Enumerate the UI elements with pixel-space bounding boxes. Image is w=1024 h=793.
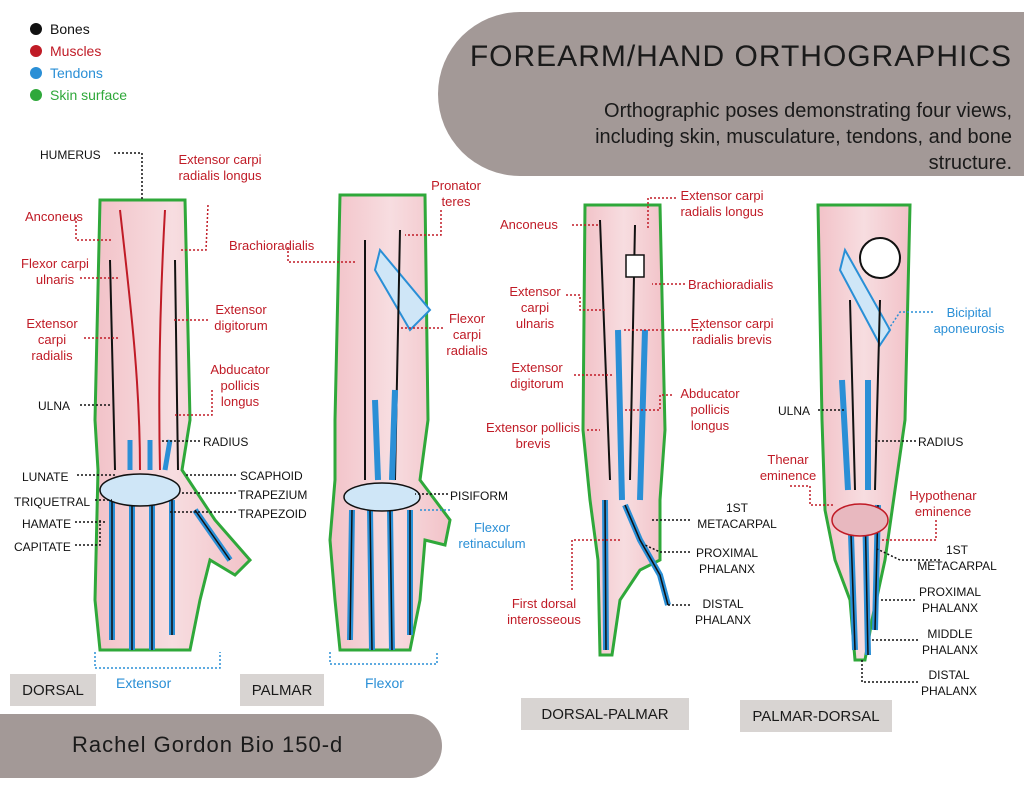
label-1st-metacarpal: 1ST METACARPAL bbox=[697, 501, 777, 531]
view-tag-palmar-dorsal: PALMAR-DORSAL bbox=[740, 700, 892, 732]
label-pisiform: PISIFORM bbox=[450, 489, 509, 503]
label-1st-metacarpal-2: 1ST METACARPAL bbox=[917, 543, 997, 573]
label-extensor-digitorum: Extensor digitorum bbox=[214, 302, 268, 333]
label-ulna-2: ULNA bbox=[778, 404, 811, 418]
dorsal-arm-drawing bbox=[93, 198, 253, 652]
label-proximal-phalanx-2: PROXIMAL PHALANX bbox=[918, 585, 981, 615]
label-capitate: CAPITATE bbox=[14, 540, 71, 554]
label-extensor-carpi-radialis-brevis: Extensor carpi radialis brevis bbox=[690, 316, 774, 347]
label-proximal-phalanx: PROXIMAL PHALANX bbox=[695, 546, 758, 576]
label-extensor-pollicis-brevis: Extensor pollicis brevis bbox=[486, 420, 580, 451]
label-radius-2: RADIUS bbox=[918, 435, 964, 449]
label-ulna: ULNA bbox=[38, 399, 71, 413]
legend-label: Muscles bbox=[50, 43, 102, 59]
label-thenar-eminence: Thenar eminence bbox=[759, 452, 817, 483]
label-flexor-group: Flexor bbox=[365, 675, 404, 691]
label-extensor-group: Extensor bbox=[116, 675, 172, 691]
label-middle-phalanx: MIDDLE PHALANX bbox=[921, 627, 979, 657]
label-extensor-carpi-radialis-longus: Extensor carpi radialis longus bbox=[178, 152, 262, 183]
label-distal-phalanx-2: DISTAL PHALANX bbox=[920, 668, 978, 698]
legend: Bones Muscles Tendons Skin surface bbox=[30, 18, 127, 106]
footer-band: Rachel Gordon Bio 150-d bbox=[0, 714, 442, 778]
label-bicipital-aponeurosis: Bicipital aponeurosis bbox=[933, 305, 1005, 336]
muscles-color-dot bbox=[30, 45, 42, 57]
page-subtitle: Orthographic poses demonstrating four vi… bbox=[595, 100, 1012, 174]
view-tag-dorsal-palmar: DORSAL-PALMAR bbox=[521, 698, 689, 730]
label-trapezium: TRAPEZIUM bbox=[238, 488, 308, 502]
label-triquetral: TRIQUETRAL bbox=[14, 495, 91, 509]
legend-label: Skin surface bbox=[50, 87, 128, 103]
palmar-arm-drawing bbox=[328, 193, 452, 652]
legend-item-bones: Bones bbox=[30, 18, 127, 40]
skin-color-dot bbox=[30, 89, 42, 101]
label-brachioradialis-2: Brachioradialis bbox=[688, 277, 774, 292]
label-trapezoid: TRAPEZOID bbox=[238, 507, 307, 521]
label-lunate: LUNATE bbox=[22, 470, 69, 484]
legend-label: Tendons bbox=[50, 65, 103, 81]
label-extensor-carpi-radialis: Extensor carpi radialis bbox=[26, 316, 78, 363]
author-credit: Rachel Gordon Bio 150-d bbox=[72, 732, 344, 757]
label-hypothenar-eminence: Hypothenar eminence bbox=[909, 488, 977, 519]
legend-item-muscles: Muscles bbox=[30, 40, 127, 62]
label-humerus: HUMERUS bbox=[40, 148, 101, 162]
view-tag-dorsal: DORSAL bbox=[10, 674, 96, 706]
label-brachioradialis: Brachioradialis bbox=[229, 238, 315, 253]
label-extensor-carpi-ulnaris: Extensor carpi ulnaris bbox=[509, 284, 561, 331]
legend-item-tendons: Tendons bbox=[30, 62, 127, 84]
dorsal-palmar-arm-drawing bbox=[581, 203, 671, 657]
label-extensor-digitorum-2: Extensor digitorum bbox=[510, 360, 564, 391]
label-abducator-pollicis-longus: Abducator pollicis longus bbox=[210, 362, 270, 409]
label-anconeus: Anconeus bbox=[25, 209, 83, 224]
label-radius: RADIUS bbox=[203, 435, 249, 449]
legend-item-skin: Skin surface bbox=[30, 84, 127, 106]
label-scaphoid: SCAPHOID bbox=[240, 469, 303, 483]
label-anconeus-2: Anconeus bbox=[500, 217, 558, 232]
label-pronator-teres: Pronator teres bbox=[431, 178, 481, 209]
label-flexor-retinaculum: Flexor retinaculum bbox=[458, 520, 526, 551]
tendons-color-dot bbox=[30, 67, 42, 79]
header-band: FOREARM/HAND ORTHOGRAPHICS Orthographic … bbox=[438, 12, 1024, 176]
page-title: FOREARM/HAND ORTHOGRAPHICS bbox=[469, 40, 1012, 73]
bones-color-dot bbox=[30, 23, 42, 35]
label-flexor-carpi-radialis: Flexor carpi radialis bbox=[446, 311, 488, 358]
view-tag-palmar: PALMAR bbox=[240, 674, 324, 706]
label-distal-phalanx: DISTAL PHALANX bbox=[694, 597, 752, 627]
label-extensor-carpi-radialis-longus-2: Extensor carpi radialis longus bbox=[680, 188, 764, 219]
label-first-dorsal-interosseous: First dorsal interosseous bbox=[507, 596, 581, 627]
label-hamate: HAMATE bbox=[22, 517, 72, 531]
label-flexor-carpi-ulnaris: Flexor carpi ulnaris bbox=[21, 256, 89, 287]
palmar-dorsal-arm-drawing bbox=[816, 203, 912, 662]
legend-label: Bones bbox=[50, 21, 90, 37]
label-abducator-pollicis-longus-2: Abducator pollicis longus bbox=[680, 386, 740, 433]
